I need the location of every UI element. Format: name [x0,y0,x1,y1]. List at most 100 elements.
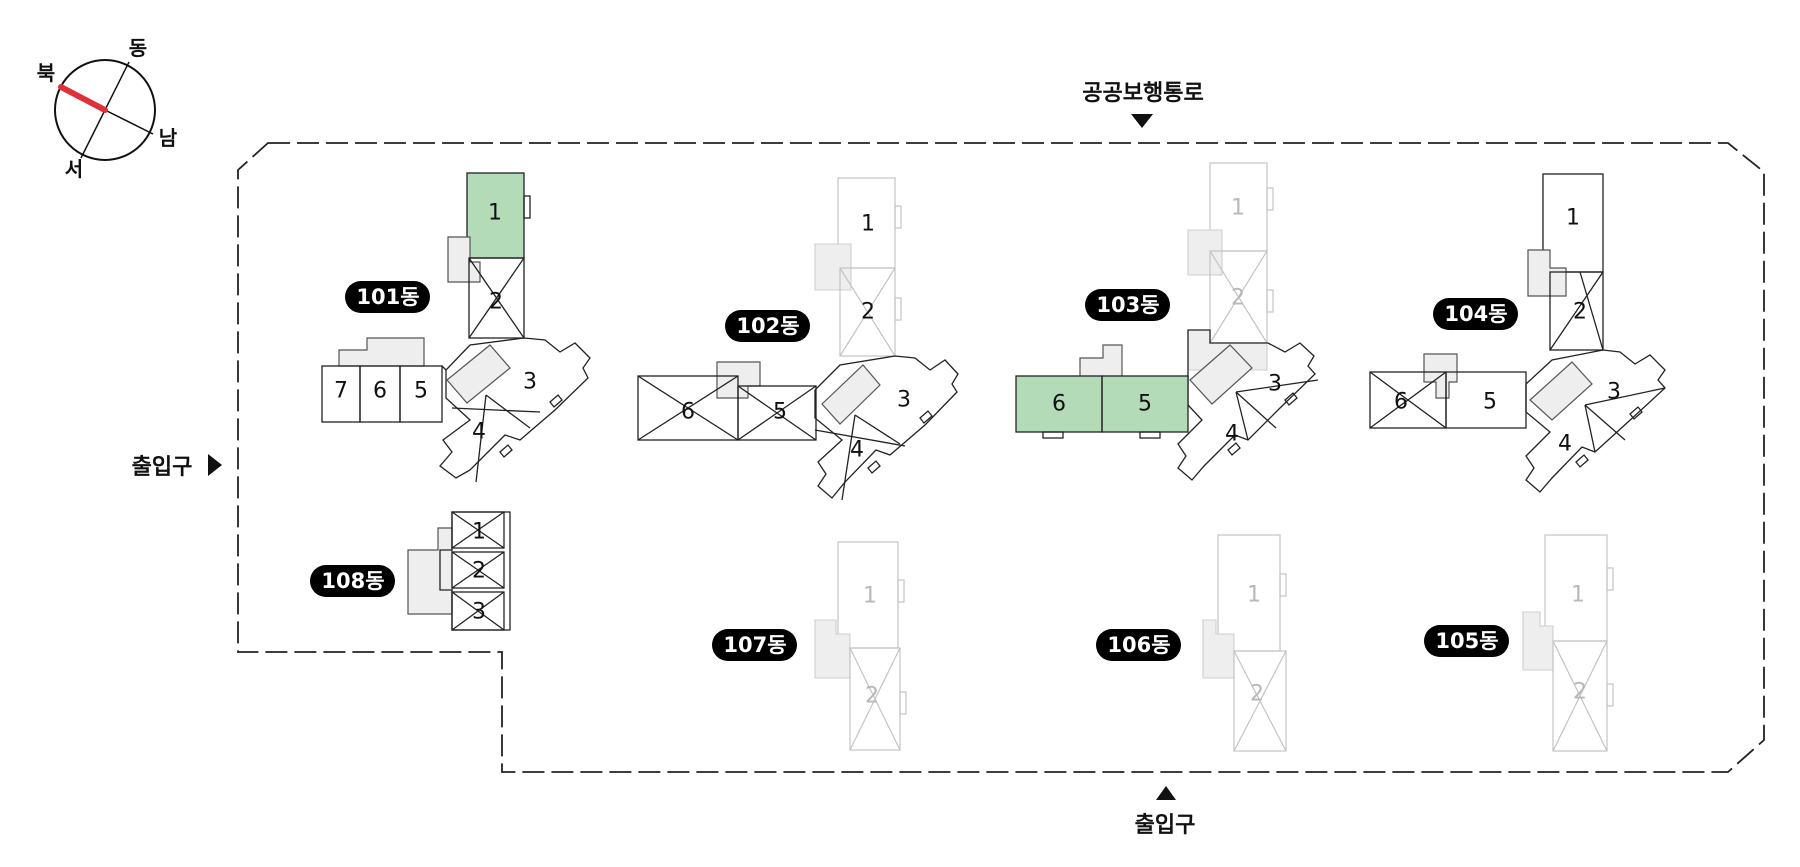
unit-103-2-number: 2 [1231,286,1245,311]
building-102: 1 2 3 4 5 6 102동 [637,177,959,501]
building-108: 1 2 3 108동 [310,511,511,631]
building-101-badge[interactable] [345,281,430,313]
top-walkway-label: 공공보행통로 [1082,81,1203,106]
unit-102-6-number: 6 [681,400,695,425]
building-107: 1 2 107동 [712,541,907,751]
building-106: 1 2 106동 [1096,534,1287,752]
unit-101-3-number: 3 [523,370,537,395]
unit-104-1-number: 1 [1566,206,1580,231]
building-102-label: 102동 [736,314,799,338]
unit-101-3-4-outline[interactable] [439,337,591,479]
unit-103-5-number: 5 [1138,392,1152,417]
unit-101-5[interactable] [399,365,443,423]
core-101-b [446,344,511,404]
compass-south-line [104,109,154,135]
unit-104-2-number: 2 [1573,300,1587,325]
compass-south-label: 남 [159,126,178,150]
unit-101-4-number: 4 [472,420,486,445]
unit-108-3[interactable] [451,591,505,631]
compass-north-needle [58,84,108,113]
unit-103-3-number: 3 [1268,372,1282,397]
unit-104-5[interactable] [1445,371,1527,429]
unit-103-4-number: 4 [1225,422,1239,447]
unit-103-6-number: 6 [1052,392,1066,417]
compass-west-label: 서 [65,157,83,181]
unit-101-5-number: 5 [414,379,428,404]
building-105-label: 105동 [1435,629,1498,653]
core-105 [1522,611,1554,671]
building-108-label: 108동 [321,569,384,593]
unit-104-6-number: 6 [1394,390,1408,415]
unit-102-5-number: 5 [773,400,787,425]
unit-103-5[interactable] [1102,376,1188,432]
unit-101-7-number: 7 [334,379,348,404]
core-102-b [821,364,881,425]
compass: 북 동 남 서 [37,36,178,181]
unit-108-3-number: 3 [472,600,486,625]
unit-102-5[interactable] [737,385,817,441]
unit-103-3-4-outline[interactable] [1177,329,1316,481]
core-108 [407,527,453,615]
unit-102-3-number: 3 [897,388,911,413]
unit-105-1-number: 1 [1571,583,1585,608]
building-102-badge[interactable] [725,310,810,342]
unit-101-2[interactable] [468,257,525,339]
unit-107-1-number: 1 [863,584,877,609]
building-107-badge[interactable] [712,629,797,661]
bottom-entrance-marker: 출입구 [1135,786,1196,838]
unit-102-2-number: 2 [861,300,875,325]
building-101-label: 101동 [356,285,419,309]
unit-103-6[interactable] [1016,376,1102,432]
unit-106-2-number: 2 [1250,682,1264,707]
unit-104-2[interactable] [1549,271,1604,351]
up-triangle-icon [1156,786,1176,800]
building-106-badge[interactable] [1096,629,1181,661]
core-107 [814,619,851,679]
bottom-entrance-label: 출입구 [1135,813,1196,838]
compass-north-label: 북 [37,61,55,85]
unit-104-3-number: 3 [1607,380,1621,405]
unit-101-1[interactable] [467,173,524,258]
unit-108-1[interactable] [451,511,505,549]
core-104-a [1527,249,1567,297]
unit-102-4-number: 4 [850,438,864,463]
core-102-a [814,243,852,291]
unit-105-2-number: 2 [1573,680,1587,705]
unit-107-2-number: 2 [865,684,879,709]
building-101: 1 2 3 4 5 6 7 101동 [321,172,591,483]
unit-108-1-number: 1 [472,520,486,545]
building-105: 1 2 105동 [1424,534,1614,752]
building-108-outline [439,511,511,631]
unit-101-1-number: 1 [488,201,502,226]
building-108-badge[interactable] [310,565,395,597]
building-104-label: 104동 [1444,302,1507,326]
left-entrance-label: 출입구 [132,455,193,480]
compass-east-label: 동 [129,36,147,60]
site-boundary [237,142,1765,773]
building-103-badge[interactable] [1085,289,1170,321]
core-101-a [447,236,481,283]
building-103-label: 103동 [1096,293,1159,317]
building-107-label: 107동 [723,633,786,657]
right-triangle-icon [208,454,222,476]
building-103: 1 2 3 4 5 6 103동 [1015,162,1319,481]
down-triangle-icon [1131,114,1153,128]
unit-106-2[interactable] [1233,650,1287,752]
unit-108-2-number: 2 [472,559,486,584]
core-101-c [338,337,425,367]
unit-102-3-4-outline[interactable] [814,355,959,499]
unit-108-2[interactable] [451,551,505,589]
unit-104-3-4-outline[interactable] [1525,349,1666,493]
unit-102-1-number: 1 [861,212,875,237]
building-105-badge[interactable] [1424,625,1509,657]
unit-106-1-number: 1 [1247,583,1261,608]
core-104-b [1529,361,1593,421]
core-103-a [1187,229,1223,276]
unit-101-2-number: 2 [489,290,503,315]
building-104-badge[interactable] [1433,298,1518,330]
core-106 [1202,619,1235,679]
unit-104-5-number: 5 [1483,390,1497,415]
left-entrance-marker: 출입구 [132,454,222,480]
top-walkway-marker: 공공보행통로 [1082,81,1204,128]
core-103-c [1189,344,1253,405]
